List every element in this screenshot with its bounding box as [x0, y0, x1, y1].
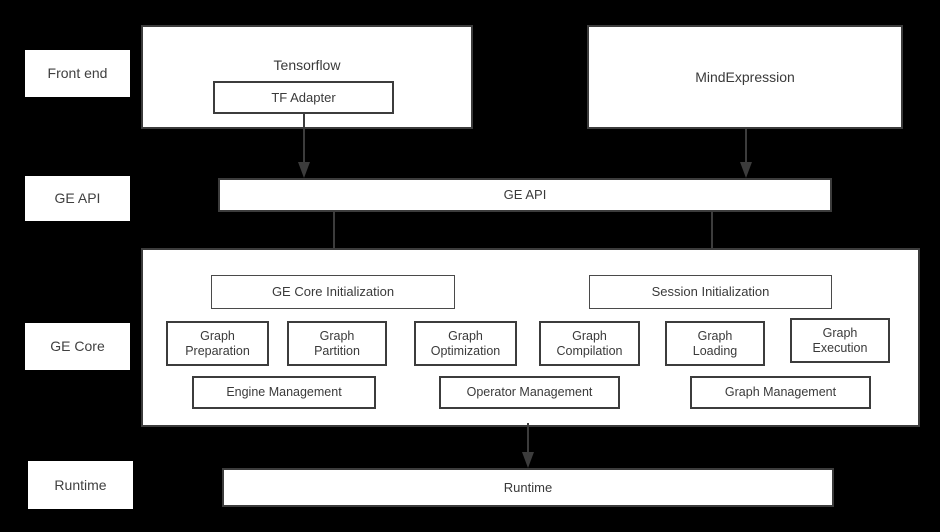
- session-initialization-box[interactable]: Session Initialization: [589, 275, 832, 309]
- runtime-bar-label: Runtime: [503, 479, 553, 495]
- mindexpression-label: MindExpression: [695, 68, 795, 85]
- tier-label-text: Front end: [47, 65, 108, 82]
- session-initialization-label: Session Initialization: [651, 284, 770, 300]
- tensorflow-label: Tensorflow: [273, 57, 341, 73]
- ge-core-initialization-label: GE Core Initialization: [271, 284, 395, 300]
- ge-api-bar[interactable]: GE API: [218, 178, 832, 212]
- runtime-bar[interactable]: Runtime: [222, 468, 834, 507]
- graph-management-label: Graph Management: [724, 385, 837, 400]
- tier-label-front-end: Front end: [25, 50, 130, 97]
- tier-label-text: GE Core: [50, 338, 105, 355]
- connector-mindexpression-to-ge-api: [737, 129, 755, 179]
- connector-tf-adapter-to-ge-api: [295, 113, 313, 179]
- tier-label-ge-core: GE Core: [25, 323, 130, 370]
- tier-label-text: GE API: [54, 190, 101, 207]
- connector-ge-core-to-runtime: [519, 423, 537, 469]
- operator-management-box[interactable]: Operator Management: [439, 376, 620, 409]
- engine-management-label: Engine Management: [226, 385, 342, 400]
- tier-label-ge-api: GE API: [25, 176, 130, 221]
- tf-adapter-label: TF Adapter: [271, 89, 336, 105]
- tier-label-runtime: Runtime: [28, 461, 133, 509]
- mindexpression-container[interactable]: MindExpression: [587, 25, 903, 129]
- operator-management-label: Operator Management: [466, 385, 593, 400]
- engine-management-box[interactable]: Engine Management: [192, 376, 376, 409]
- ge-api-bar-label: GE API: [503, 187, 547, 203]
- graph-management-box[interactable]: Graph Management: [690, 376, 871, 409]
- tf-adapter-box[interactable]: TF Adapter: [213, 81, 394, 114]
- ge-core-initialization-box[interactable]: GE Core Initialization: [211, 275, 455, 309]
- tier-label-text: Runtime: [54, 476, 107, 493]
